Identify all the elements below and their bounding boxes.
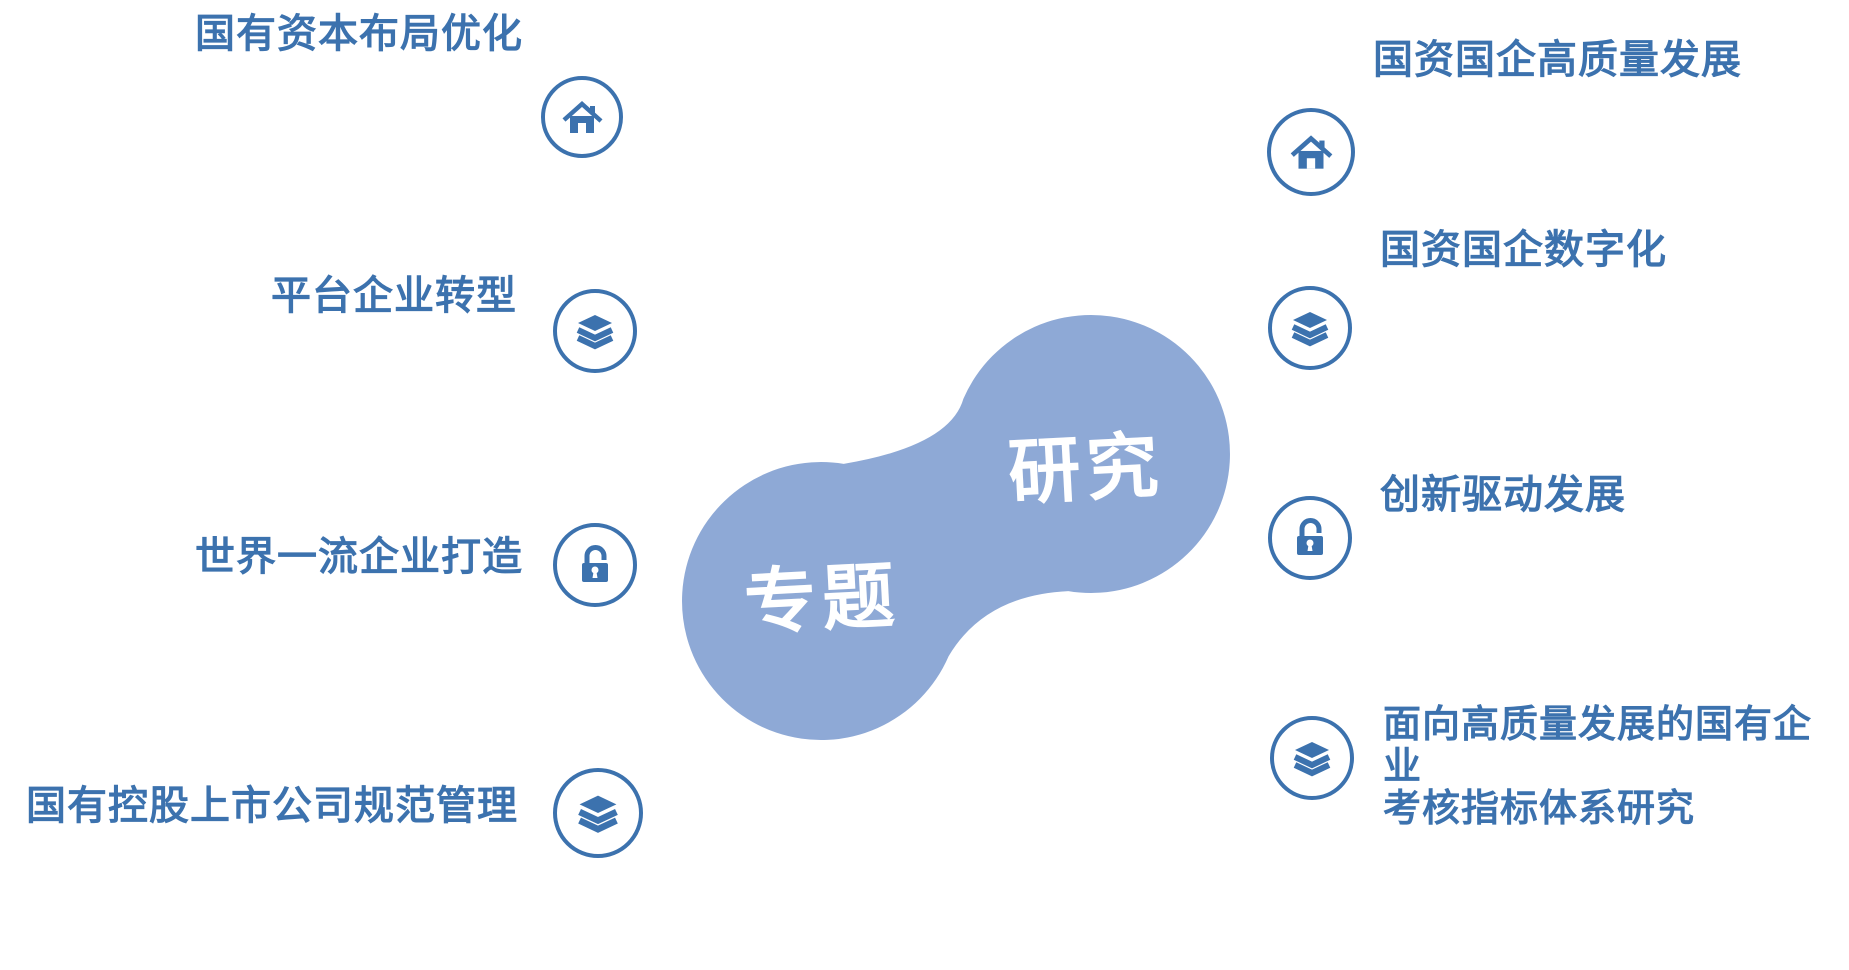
topic-label-assessment-system[interactable]: 面向高质量发展的国有企业 考核指标体系研究 <box>1383 702 1813 830</box>
layers-icon[interactable] <box>553 768 643 858</box>
topic-label-capital-layout[interactable]: 国有资本布局优化 <box>195 11 523 57</box>
unlock-icon[interactable] <box>1268 496 1352 580</box>
center-word-right: 研究 <box>1006 422 1167 516</box>
home-icon[interactable] <box>541 76 623 158</box>
center-word-left: 专题 <box>742 552 903 646</box>
home-icon[interactable] <box>1267 108 1355 196</box>
topic-label-high-quality-dev[interactable]: 国资国企高质量发展 <box>1373 37 1742 83</box>
topic-label-innovation-driven[interactable]: 创新驱动发展 <box>1380 472 1626 518</box>
layers-icon[interactable] <box>553 289 637 373</box>
topic-label-digitalization[interactable]: 国资国企数字化 <box>1380 227 1667 273</box>
unlock-icon[interactable] <box>553 523 637 607</box>
layers-icon[interactable] <box>1270 716 1354 800</box>
topic-label-listed-company[interactable]: 国有控股上市公司规范管理 <box>26 783 518 829</box>
topic-label-world-class[interactable]: 世界一流企业打造 <box>195 534 523 580</box>
topic-label-platform-transform[interactable]: 平台企业转型 <box>271 273 517 319</box>
layers-icon[interactable] <box>1268 286 1352 370</box>
